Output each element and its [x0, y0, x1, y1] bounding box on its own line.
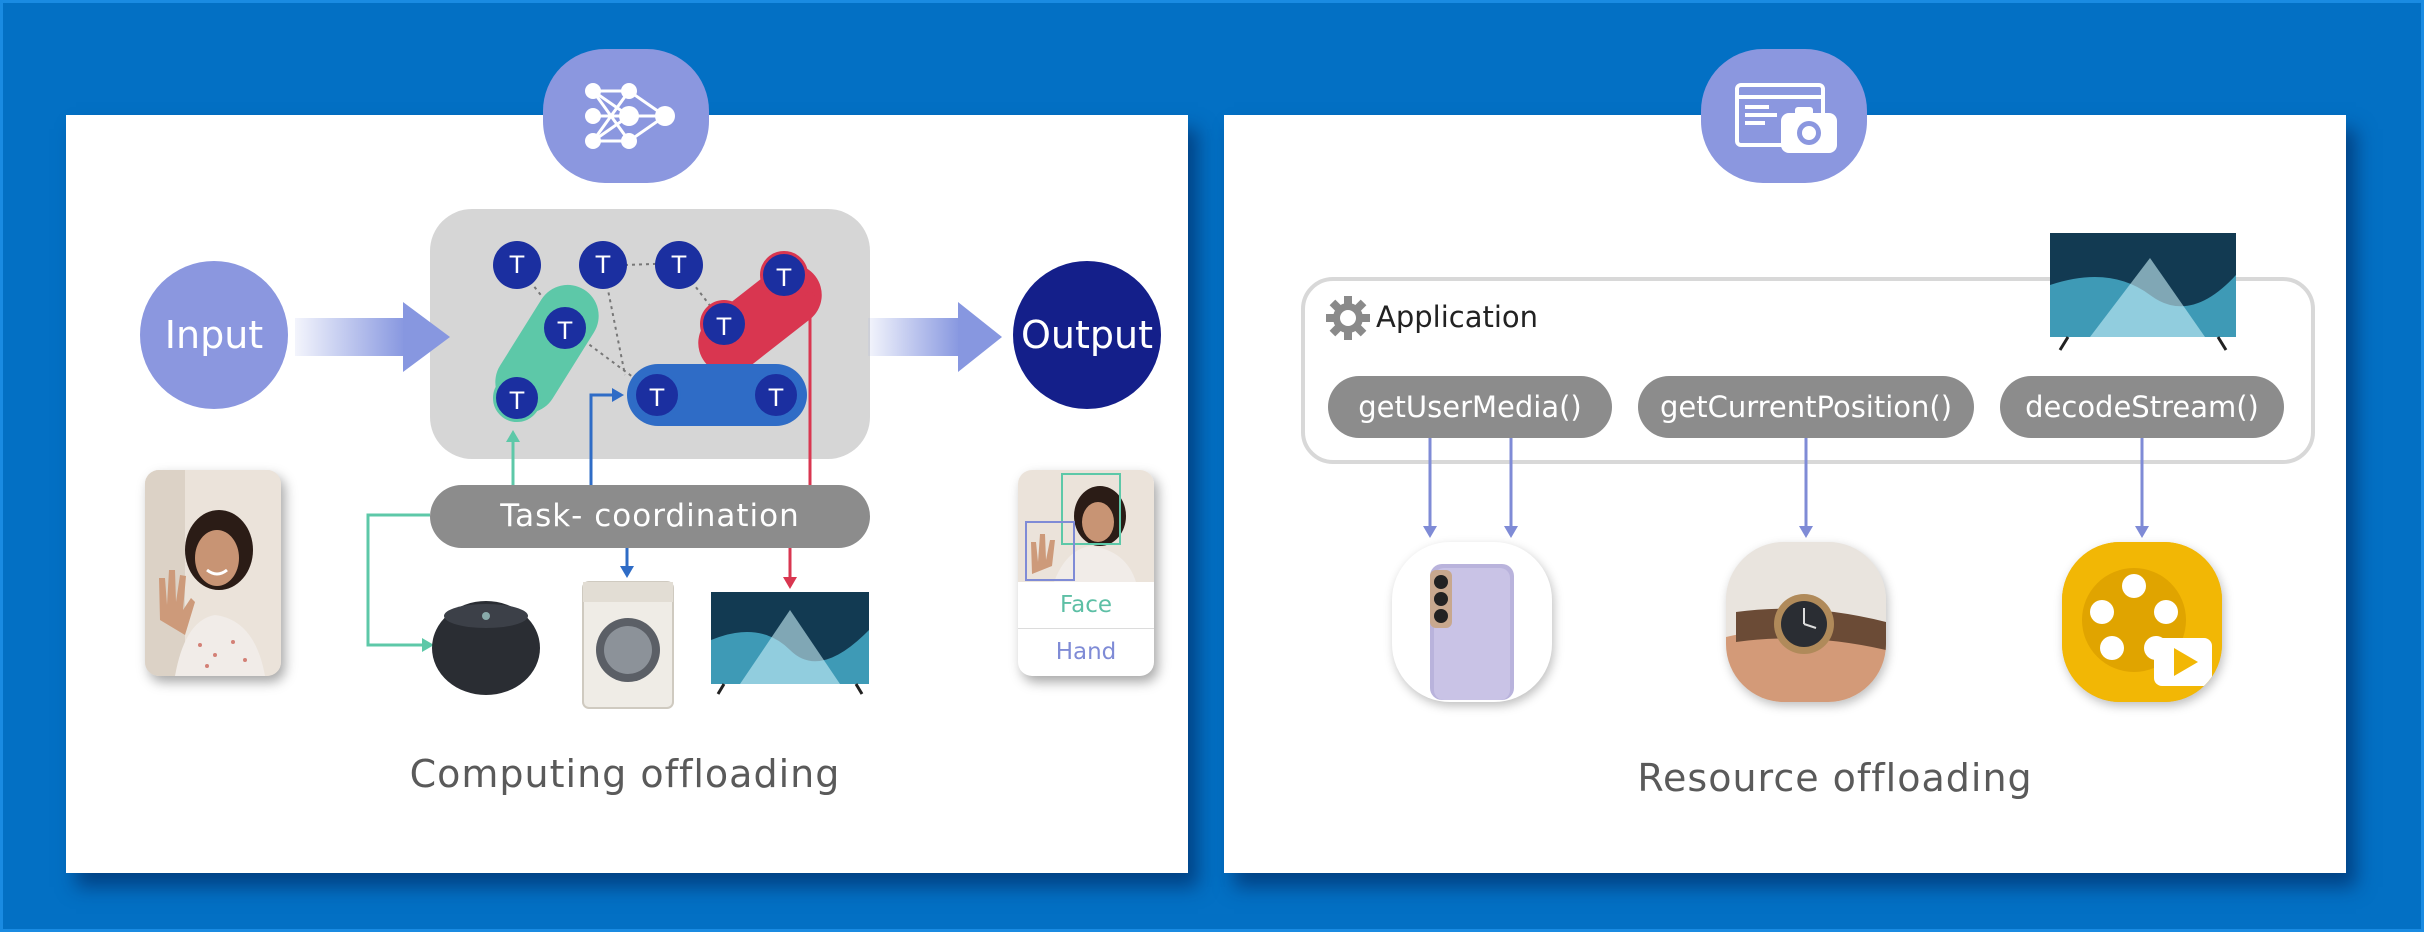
task-node: T	[752, 371, 800, 419]
input-node: Input	[140, 261, 288, 409]
washing-machine-icon	[582, 581, 674, 709]
face-label: Face	[1018, 582, 1154, 629]
task-coordination-bar: Task- coordination	[430, 485, 870, 548]
neural-network-icon	[585, 83, 675, 149]
smartphone-icon	[1392, 542, 1552, 702]
computing-offloading-caption: Computing offloading	[409, 752, 841, 796]
video-player-icon	[2062, 542, 2222, 702]
application-label: Application	[1376, 300, 1539, 334]
task-node: T	[633, 371, 681, 419]
task-node: T	[541, 304, 589, 352]
api-get-current-position: getCurrentPosition()	[1638, 376, 1974, 438]
api-decode-stream: decodeStream()	[2000, 376, 2284, 438]
input-arrow	[295, 318, 405, 356]
output-arrow	[868, 318, 960, 356]
browser-camera-icon	[1735, 83, 1837, 153]
task-node: T	[579, 241, 627, 289]
task-node: T	[700, 300, 748, 348]
television-icon	[711, 592, 869, 695]
television-icon	[2050, 233, 2236, 351]
task-node: T	[655, 241, 703, 289]
gear-icon	[1326, 296, 1370, 340]
application-container	[1301, 277, 2315, 464]
smartwatch-icon	[1726, 542, 1886, 702]
neural-network-badge	[543, 49, 709, 183]
output-node: Output	[1013, 261, 1161, 409]
input-photo	[145, 470, 281, 676]
hand-label: Hand	[1055, 639, 1117, 665]
task-node: T	[760, 251, 808, 299]
task-node: T	[493, 374, 541, 422]
output-photo-card: Face Hand	[1018, 470, 1154, 676]
resource-offloading-caption: Resource offloading	[1637, 756, 2033, 800]
task-node: T	[493, 241, 541, 289]
smart-speaker-icon	[432, 601, 540, 695]
browser-camera-badge	[1701, 49, 1867, 183]
api-get-user-media: getUserMedia()	[1328, 376, 1612, 438]
